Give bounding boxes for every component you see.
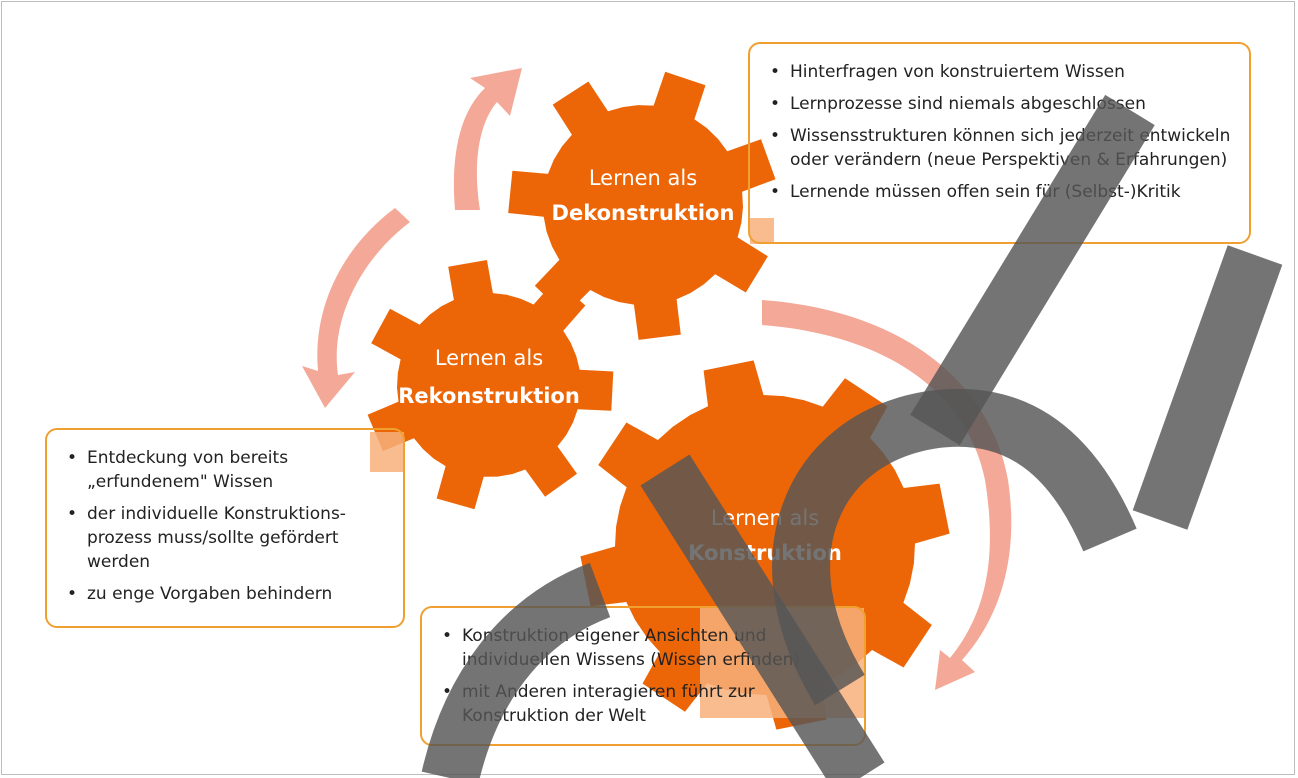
- box-rekonstruktion: Entdeckung von bereits „erfundenem" Wiss…: [45, 428, 405, 628]
- gear-konstruktion-line2: Konstruktion: [688, 541, 842, 565]
- dekonstruktion-point-3: Wissensstrukturen können sich jederzeit …: [768, 124, 1235, 172]
- rekonstruktion-point-3: zu enge Vorgaben behindern: [65, 582, 391, 606]
- rekonstruktion-point-2: der individuelle Konstruktions-prozess m…: [65, 502, 391, 574]
- arrow-down-to-rekonstruktion: [302, 208, 410, 408]
- dekonstruktion-point-2: Lernprozesse sind niemals abgeschlossen: [768, 92, 1235, 116]
- gear-rekonstruktion-line1: Lernen als: [435, 346, 543, 370]
- konstruktion-point-1: Konstruktion eigener Ansichten und indiv…: [440, 624, 852, 672]
- gear-dekonstruktion: Lernen als Dekonstruktion: [508, 71, 776, 340]
- gear-rekonstruktion-line2: Rekonstruktion: [398, 384, 580, 408]
- gear-konstruktion-line1: Lernen als: [711, 506, 819, 530]
- box-konstruktion: Konstruktion eigener Ansichten und indiv…: [420, 606, 866, 746]
- arrow-up-to-dekonstruktion: [453, 68, 522, 210]
- rekonstruktion-point-1: Entdeckung von bereits „erfundenem" Wiss…: [65, 446, 391, 494]
- gear-dekonstruktion-shape: [508, 71, 776, 340]
- box-dekonstruktion: Hinterfragen von konstruiertem Wissen Le…: [748, 42, 1251, 244]
- gear-rekonstruktion-shape: [367, 260, 614, 510]
- konstruktion-point-2: mit Anderen interagieren führt zur Konst…: [440, 680, 852, 728]
- gear-rekonstruktion: Lernen als Rekonstruktion: [367, 260, 614, 510]
- gear-dekonstruktion-line2: Dekonstruktion: [552, 201, 735, 225]
- gear-dekonstruktion-line1: Lernen als: [589, 166, 697, 190]
- dekonstruktion-point-4: Lernende müssen offen sein für (Selbst-)…: [768, 180, 1235, 204]
- dekonstruktion-point-1: Hinterfragen von konstruiertem Wissen: [768, 60, 1235, 84]
